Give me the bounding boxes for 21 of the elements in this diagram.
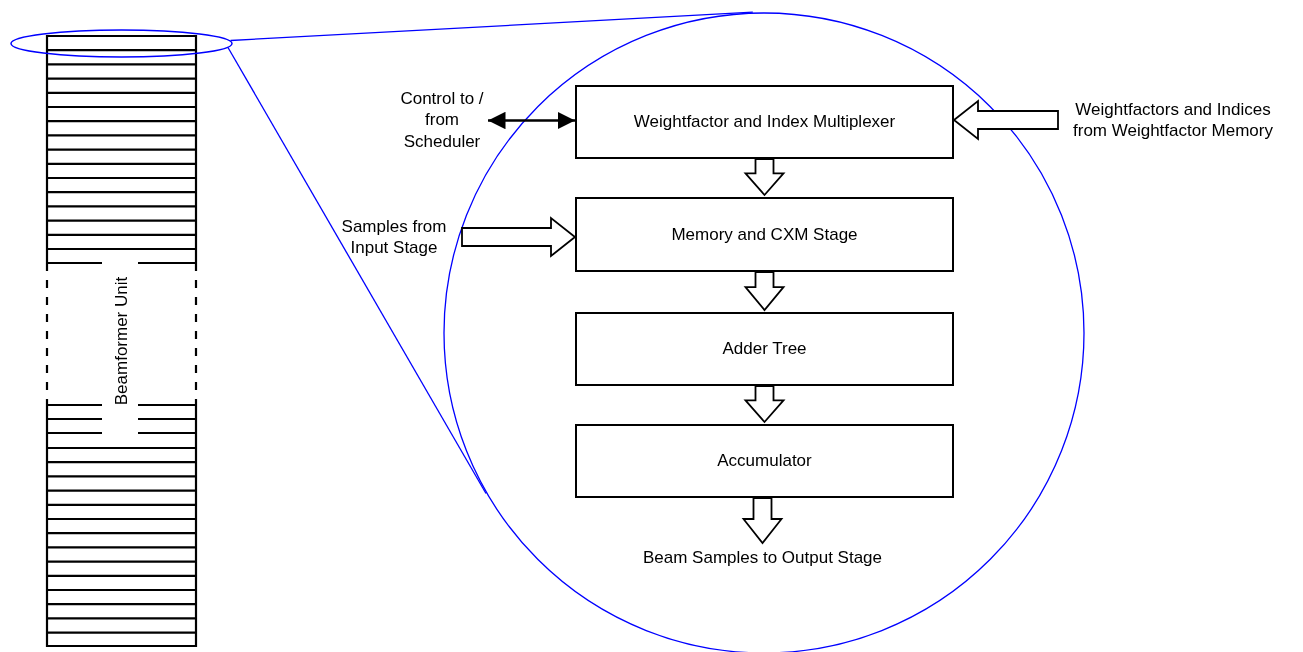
- box-label: Adder Tree: [722, 339, 807, 359]
- block-arrow: [952, 99, 1059, 141]
- block-arrow: [743, 385, 786, 424]
- process-box: [575, 424, 954, 498]
- box-label: Accumulator: [717, 451, 812, 471]
- text-label: Samples from Input Stage: [330, 214, 458, 260]
- box-label: Weightfactor and Index Multiplexer: [633, 112, 896, 132]
- block-arrow: [461, 216, 577, 258]
- block-arrow: [741, 497, 784, 545]
- arrow: [488, 111, 575, 130]
- text-label: Weightfactors and Indices from Weightfactor Memory: [1062, 97, 1284, 143]
- process-box: [575, 197, 954, 272]
- process-box: [575, 85, 954, 159]
- block-arrow: [743, 271, 786, 312]
- text-label: Beam Samples to Output Stage: [600, 545, 925, 571]
- zoom-line: [227, 47, 487, 495]
- block-arrow: [743, 158, 786, 197]
- zoom-line: [229, 11, 754, 42]
- process-box: [575, 312, 954, 386]
- box-label: Memory and CXM Stage: [671, 224, 858, 245]
- text-label: Control to / from Scheduler: [400, 84, 484, 156]
